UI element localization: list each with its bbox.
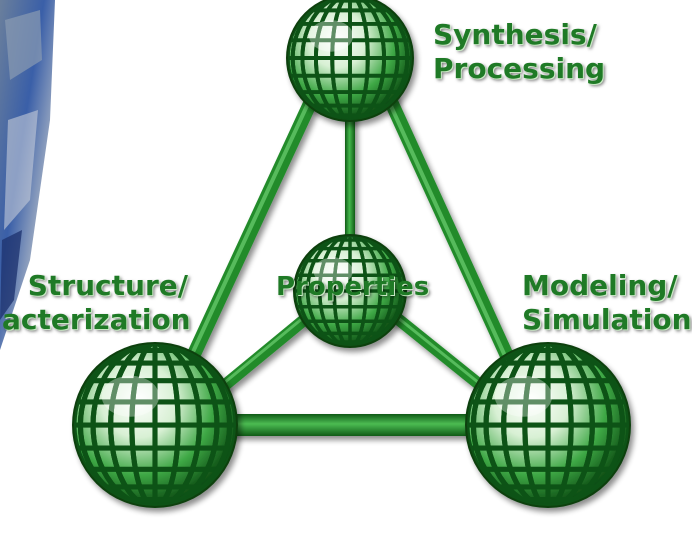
label-properties: Properties: [276, 270, 429, 304]
label-synthesis-line1: Synthesis/: [433, 18, 605, 52]
sphere-node-synthesis: [287, 0, 413, 121]
sphere-node-modeling: [466, 343, 630, 507]
sphere-node-structure: [73, 343, 237, 507]
rod-structure-properties: [225, 315, 310, 385]
label-modeling-simulation: Modeling/ Simulation: [522, 269, 692, 337]
label-structure-line1: Structure/: [2, 269, 188, 303]
label-synthesis-processing: Synthesis/ Processing: [433, 18, 605, 86]
label-structure-characterization: Structure/ acterization: [2, 269, 188, 337]
label-structure-line2: acterization: [2, 303, 188, 337]
rod-structure-modeling: [215, 414, 490, 436]
label-modeling-line1: Modeling/: [522, 269, 692, 303]
label-properties-line1: Properties: [276, 270, 429, 304]
label-modeling-line2: Simulation: [522, 303, 692, 337]
label-synthesis-line2: Processing: [433, 52, 605, 86]
